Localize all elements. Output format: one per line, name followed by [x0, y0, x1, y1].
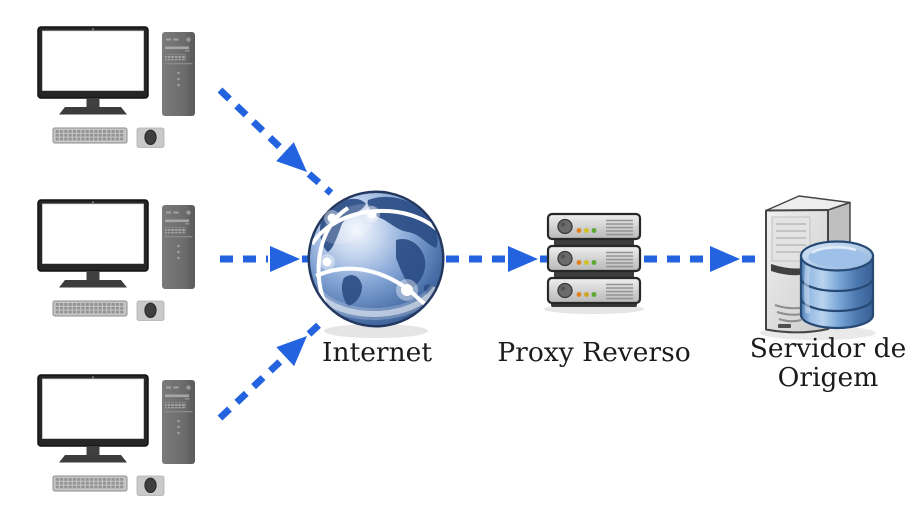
- proxy-label: Proxy Reverso: [497, 337, 690, 368]
- rack-unit: [546, 212, 642, 241]
- arrowhead-icon: [508, 246, 538, 272]
- rack-unit: [546, 276, 642, 305]
- database-icon: [799, 240, 875, 330]
- arrowhead-icon: [710, 246, 740, 272]
- database-server-icon: [760, 195, 876, 340]
- origin-label-line1: Servidor de: [750, 333, 907, 364]
- arrow-client1-to-internet: [217, 87, 334, 196]
- globe-icon: [307, 190, 445, 338]
- arrow-proxy-to-origin: [644, 246, 769, 272]
- rack-unit: [546, 244, 642, 273]
- arrowhead-icon: [270, 246, 300, 272]
- client-workstation-icon: [37, 199, 196, 322]
- arrowhead-icon: [276, 142, 307, 172]
- server-rack-icon: [544, 212, 644, 314]
- arrowhead-icon: [276, 336, 307, 367]
- client-workstation-icon: [37, 26, 196, 149]
- arrow-internet-to-proxy: [446, 246, 557, 272]
- origin-label-line2: Origem: [778, 362, 879, 393]
- internet-label: Internet: [322, 337, 432, 368]
- client-workstation-icon: [37, 374, 196, 497]
- globe-network-nodes: [319, 206, 418, 301]
- arrow-client3-to-internet: [217, 319, 325, 421]
- arrow-client2-to-internet: [220, 246, 314, 272]
